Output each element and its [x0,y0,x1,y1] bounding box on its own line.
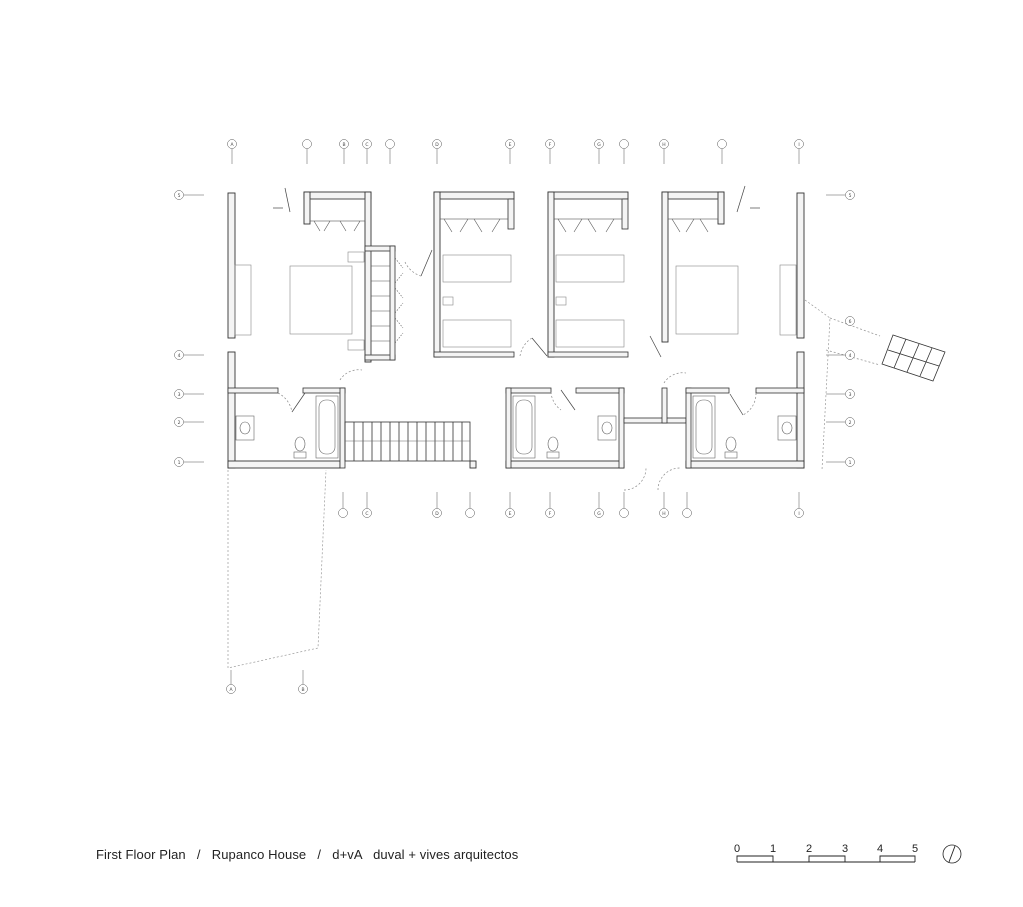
grid-bubble: 5 [826,190,855,200]
grid-bubble: 4 [826,350,855,360]
grid-bubble: E [505,492,515,518]
grid-bubble [619,139,629,164]
grid-bubble: D [432,492,442,518]
svg-text:C: C [365,142,368,148]
grid-bubble: A [227,139,237,164]
svg-text:3: 3 [178,392,181,398]
grid-bubble: I [794,492,804,518]
svg-text:5: 5 [178,193,181,199]
exterior-steps [825,317,946,382]
grid-bubble: 4 [174,350,204,360]
scale-label-1: 1 [770,843,776,855]
svg-text:4: 4 [178,353,181,359]
grid-bottom: C D E F G H I A B [226,492,804,694]
svg-text:D: D [435,511,439,517]
svg-text:F: F [549,142,552,148]
svg-text:I: I [798,511,799,517]
svg-text:G: G [597,142,601,148]
door-swings [273,185,760,491]
drawing-caption: First Floor Plan / Rupanco House / d+vA … [96,847,518,862]
caption-separator: / [317,847,322,862]
grid-bubble: A [226,670,236,694]
svg-text:3: 3 [849,392,852,398]
svg-text:G: G [597,511,601,517]
grid-bubble: I [794,139,804,164]
grid-bubble [465,492,475,518]
grid-bubble [682,492,692,518]
svg-text:E: E [509,511,512,517]
svg-text:A: A [230,142,234,148]
north-arrow-icon [942,844,962,864]
grid-bubble: H [659,139,669,164]
grid-bubble: C [362,139,372,164]
grid-right: 5 6 4 3 2 1 [826,190,855,467]
grid-bubble: C [362,492,372,518]
svg-text:1: 1 [178,460,181,466]
grid-bubble [717,139,727,164]
grid-bubble: 3 [174,389,204,399]
grid-bubble: 1 [174,457,204,467]
interior-walls [227,198,805,469]
svg-text:B: B [301,687,304,693]
scale-label-3: 3 [842,843,848,855]
svg-text:1: 1 [849,460,852,466]
svg-text:4: 4 [849,353,852,359]
grid-bubble: 2 [826,417,855,427]
svg-text:2: 2 [849,420,852,426]
grid-bubble: D [432,139,442,164]
grid-bubble: H [659,492,669,518]
grid-bubble [385,139,395,164]
svg-text:E: E [509,142,512,148]
svg-text:5: 5 [849,193,852,199]
staircase [344,421,471,462]
svg-text:F: F [549,511,552,517]
svg-text:A: A [229,687,233,693]
svg-text:I: I [798,142,799,148]
scale-label-4: 4 [877,843,883,855]
svg-text:2: 2 [178,420,181,426]
grid-bubble: 1 [826,457,855,467]
grid-bubble: 2 [174,417,204,427]
grid-bubble: 5 [174,190,204,200]
site-boundary [227,299,831,669]
scale-label-5: 5 [912,843,918,855]
bathroom-fixtures [235,395,797,459]
grid-bubble [338,492,348,518]
grid-bubble: G [594,139,604,164]
exterior-walls [227,191,805,469]
project-name: Rupanco House [211,847,307,862]
svg-text:6: 6 [849,319,852,325]
scale-label-0: 0 [734,843,740,855]
grid-bubble: F [545,492,555,518]
caption-separator: / [196,847,201,862]
firm-full-name: duval + vives arquitectos [373,847,519,862]
grid-bubble: B [298,670,308,694]
closets [309,198,719,356]
scale-bar: 0 1 2 3 4 5 [734,843,918,863]
grid-bubble: 3 [826,389,855,399]
grid-bubble: E [505,139,515,164]
svg-text:C: C [365,511,368,517]
svg-text:H: H [662,142,665,148]
grid-bubble: F [545,139,555,164]
scale-label-2: 2 [806,843,812,855]
firm-short-name: d+vA [332,847,362,862]
grid-bubble: G [594,492,604,518]
svg-text:B: B [342,142,345,148]
svg-text:H: H [662,511,665,517]
svg-text:D: D [435,142,439,148]
grid-bubble: B [339,139,349,164]
grid-bubble [619,492,629,518]
grid-top: A B C D E F G H I [227,139,804,164]
grid-left: 5 4 3 2 1 [174,190,204,467]
grid-bubble [302,139,312,164]
furniture [234,251,797,351]
grid-bubble: 6 [845,316,855,326]
drawing-title: First Floor Plan [96,847,186,862]
